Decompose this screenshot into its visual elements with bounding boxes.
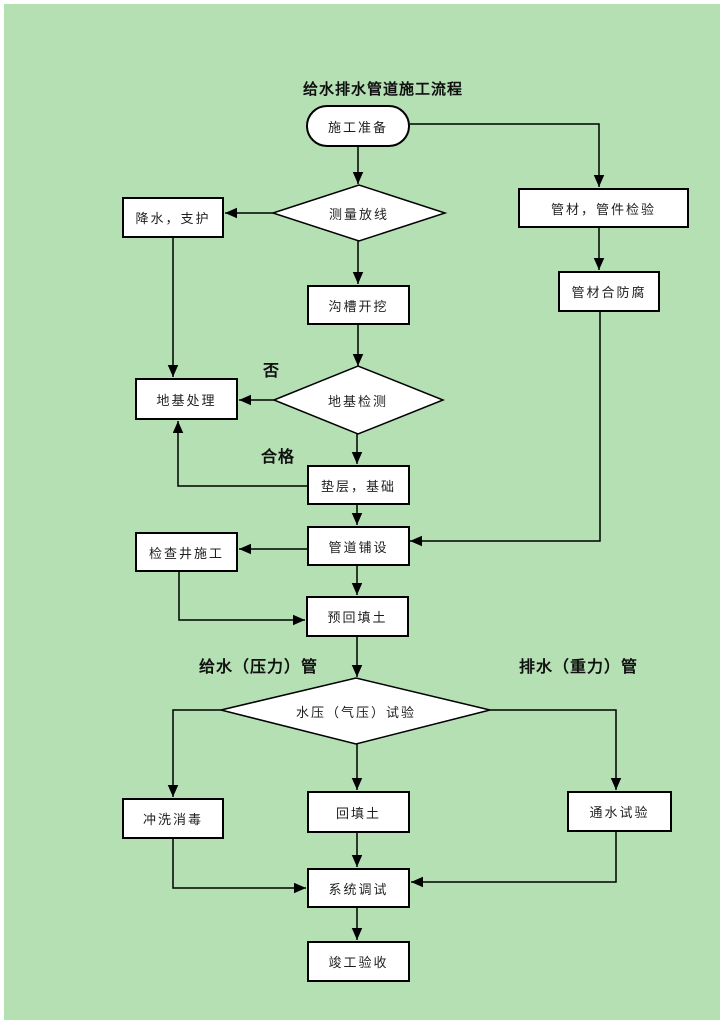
arrow-flush-to-debug (172, 839, 306, 894)
node-waterflow-test: 通水试验 (567, 791, 672, 832)
arrow-test-to-flush (167, 709, 221, 797)
diamond-survey-shape (270, 184, 448, 242)
node-pipe-laying: 管道铺设 (307, 526, 410, 566)
node-foundation-treatment: 地基处理 (135, 378, 238, 420)
node-flush-disinfect: 冲洗消毒 (122, 798, 224, 839)
node-pipe-anticorrosion: 管材合防腐 (558, 271, 660, 312)
diamond-survey-label: 测量放线 (328, 208, 389, 223)
node-trench-excavation: 沟槽开挖 (307, 285, 410, 325)
arrow-anticorrosion-to-laying (410, 312, 601, 547)
arrow-waterflow-to-debug (411, 832, 617, 888)
arrow-manhole-to-prebackfill (178, 572, 305, 626)
node-system-debug: 系统调试 (307, 868, 410, 908)
label-pass: 合格 (261, 447, 296, 466)
arrow-test-to-waterflow (490, 709, 622, 790)
arrow-cushion-feedback-to-treatment (172, 421, 307, 487)
node-backfill: 回填土 (307, 791, 410, 833)
node-start: 施工准备 (306, 105, 410, 147)
label-drainage-gravity-pipe: 排水（重力）管 (519, 657, 639, 676)
node-pipe-inspection: 管材，管件检验 (518, 188, 689, 228)
diamond-foundation-check-label: 地基检测 (327, 395, 388, 410)
node-completion-acceptance: 竣工验收 (307, 941, 410, 982)
label-supply-pressure-pipe: 给水（压力）管 (199, 657, 319, 676)
node-pre-backfill: 预回填土 (306, 596, 409, 637)
arrow-start-to-pipe-inspect (410, 123, 605, 187)
label-no: 否 (263, 361, 281, 380)
diamond-pressure-test-shape (220, 677, 491, 745)
node-cushion-foundation: 垫层，基础 (307, 465, 410, 505)
node-manhole-construction: 检查井施工 (135, 532, 238, 572)
page-title: 给水排水管道施工流程 (303, 80, 464, 98)
node-dewatering-support: 降水，支护 (122, 197, 224, 238)
diamond-foundation-check-shape (272, 365, 446, 435)
diamond-pressure-test-label: 水压（气压）试验 (295, 705, 416, 721)
